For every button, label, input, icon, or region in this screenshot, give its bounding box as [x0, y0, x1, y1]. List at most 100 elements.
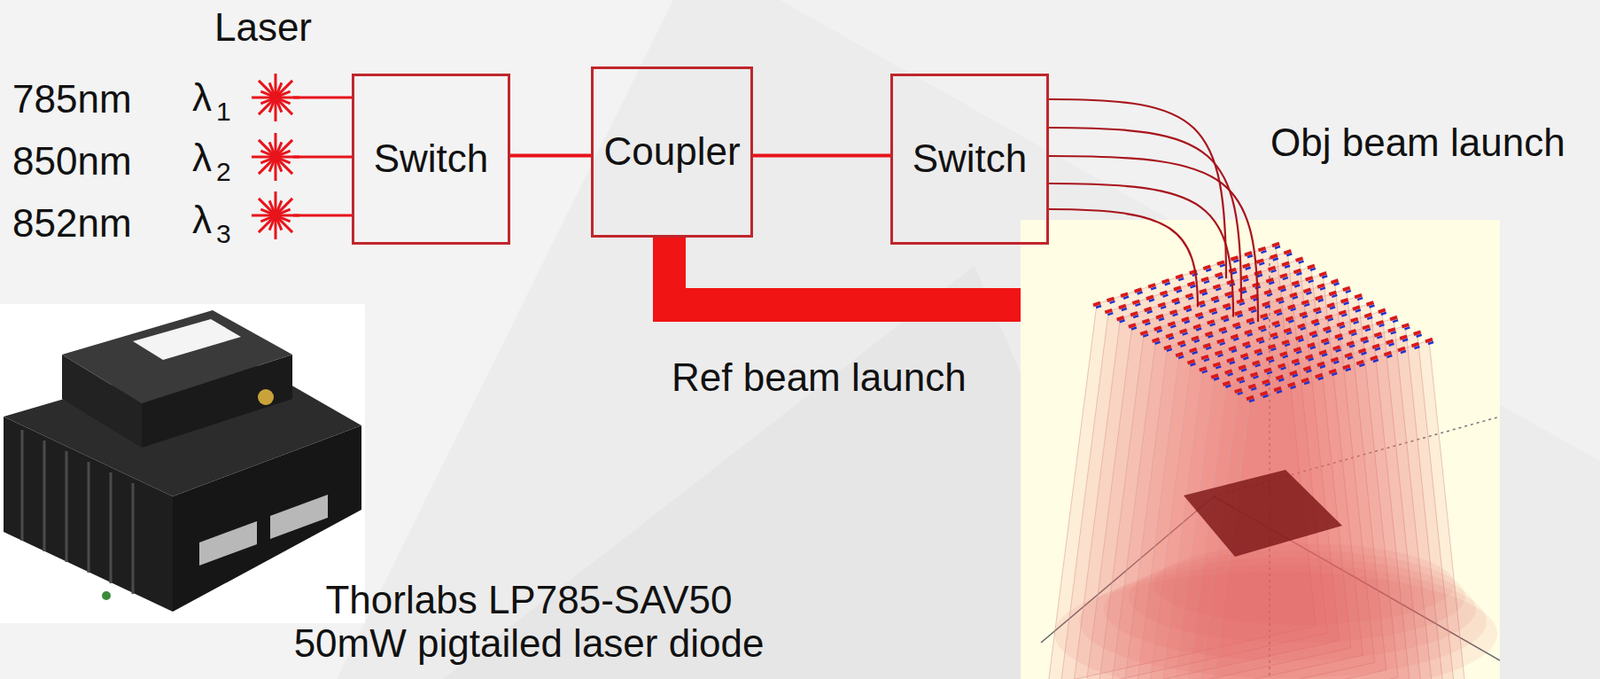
emitter-base: [1197, 316, 1204, 319]
laser-core: [271, 152, 280, 162]
emitter: [1272, 321, 1280, 325]
housing-sticker: [132, 318, 241, 360]
component-box: Coupler: [590, 66, 753, 238]
target-plane: [1183, 469, 1343, 557]
emitter: [1325, 315, 1333, 319]
emitter: [1180, 329, 1188, 333]
emitter-base: [1334, 283, 1340, 286]
emitter: [1425, 339, 1433, 342]
emitter: [1354, 295, 1362, 298]
emitter: [1248, 307, 1256, 311]
emitter-base: [1170, 325, 1176, 327]
emitter-base: [1095, 305, 1102, 308]
emitter-base: [1312, 334, 1318, 337]
emitter-base: [1133, 315, 1139, 318]
laser-ray: [260, 99, 272, 104]
laser-ray: [277, 218, 282, 231]
laser-ray: [277, 160, 282, 172]
emitter-base: [1273, 257, 1279, 260]
emitter: [1327, 303, 1335, 307]
emitter: [1146, 295, 1154, 299]
emitter: [1242, 342, 1251, 346]
emitter: [1148, 284, 1156, 288]
emitter: [1132, 301, 1140, 304]
emitter: [1386, 340, 1394, 343]
emitter: [1217, 340, 1225, 343]
text-label: 850nm: [12, 139, 133, 185]
emitter: [1152, 338, 1160, 342]
laser-ray: [269, 200, 274, 212]
emitter: [1360, 337, 1368, 341]
emitter-base: [1339, 326, 1345, 328]
emitter: [1128, 324, 1136, 327]
emitter: [1319, 350, 1327, 354]
laser-ray: [251, 214, 272, 218]
emitter-base: [1205, 347, 1212, 350]
emitter-base: [1211, 311, 1218, 314]
emitter: [1331, 279, 1339, 283]
emitter: [1117, 317, 1125, 320]
emitter: [1212, 363, 1220, 366]
emitter: [1250, 372, 1258, 376]
text-label: Laser: [214, 5, 312, 51]
emitter: [1203, 265, 1211, 269]
emitter-base: [1223, 318, 1229, 321]
emitter-base: [1300, 327, 1306, 330]
emitter-base: [1337, 337, 1344, 340]
emitter-base: [1213, 378, 1220, 381]
background-facet: [0, 0, 674, 679]
emitter-base: [1260, 250, 1267, 253]
emitter: [1317, 362, 1325, 366]
emitter-base: [1233, 259, 1239, 262]
emitter: [1187, 360, 1195, 364]
emitter: [1281, 262, 1290, 265]
emitter: [1201, 278, 1209, 281]
emitter: [1283, 250, 1291, 254]
fin: [65, 450, 69, 562]
emitter-base: [1365, 328, 1371, 331]
emitter-base: [1379, 324, 1385, 327]
emitter: [1315, 296, 1323, 300]
laser-ray: [251, 96, 272, 100]
emitter-base: [1225, 385, 1231, 388]
emitter: [1283, 329, 1291, 333]
emitter: [1323, 327, 1331, 331]
emitter-base: [1184, 320, 1190, 323]
emitter: [1193, 325, 1201, 328]
emitter-base: [1366, 317, 1373, 319]
emitter: [1118, 305, 1127, 309]
emitter-base: [1318, 377, 1324, 380]
emitter: [1183, 306, 1191, 310]
emitter: [1154, 326, 1162, 330]
emitter: [1362, 326, 1370, 329]
emitter: [1236, 300, 1244, 303]
emitter-base: [1202, 370, 1208, 373]
emitter: [1315, 374, 1323, 378]
emitter-base: [1318, 299, 1324, 302]
emitter: [1285, 317, 1293, 320]
laser-ray: [274, 218, 278, 240]
emitter-base: [1207, 335, 1213, 338]
text-label: 50mW pigtailed laser diode: [294, 621, 765, 667]
emitter: [1189, 349, 1197, 352]
emitter-base: [1282, 277, 1289, 280]
emitter: [1296, 336, 1304, 340]
emitter: [1140, 331, 1148, 334]
emitter: [1264, 368, 1272, 372]
emitter: [1203, 344, 1211, 348]
emitter: [1195, 313, 1203, 317]
emitter-base: [1286, 253, 1292, 256]
text-label: 2: [216, 156, 232, 188]
emitter-base: [1247, 333, 1253, 336]
emitter-base: [1231, 349, 1237, 352]
emitter-base: [1202, 293, 1208, 296]
emitter: [1120, 293, 1128, 296]
emitter: [1338, 310, 1346, 314]
emitter-base: [1155, 341, 1161, 344]
emitter-base: [1119, 319, 1126, 322]
emitter: [1211, 296, 1219, 300]
text-label: λ: [192, 75, 212, 121]
emitter-base: [1258, 263, 1265, 265]
emitter: [1225, 292, 1233, 296]
